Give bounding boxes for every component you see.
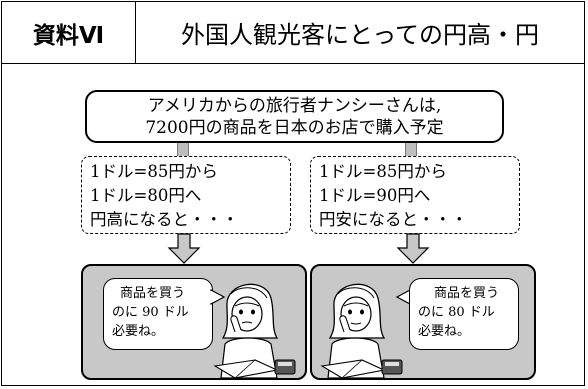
right-connector (405, 143, 417, 156)
right-speech-bubble: 商品を買う のに 80 ドル 必要ね。 (409, 278, 519, 350)
material-title: 外国人観光客にとっての円高・円 (180, 21, 540, 49)
yen-depreciation-scene: 商品を買う のに 80 ドル 必要ね。 (310, 264, 536, 380)
diagram: アメリカからの旅行者ナンシーさんは, 7200円の商品を日本のお店で購入予定 1… (2, 64, 584, 385)
yen-appreciation-box: 1ドル=85円から 1ドル=80円へ 円高になると・・・ (81, 156, 291, 234)
scenario-line-1: アメリカからの旅行者ナンシーさんは, (147, 95, 442, 116)
left-rate-from: 1ドル=85円から (90, 162, 218, 181)
right-woman-illustration (320, 283, 403, 378)
scenario-box: アメリカからの旅行者ナンシーさんは, 7200円の商品を日本のお店で購入予定 (85, 90, 504, 143)
right-speech-line-3: 必要ね。 (418, 324, 471, 339)
right-speech-line-1: 商品を買う (434, 286, 500, 301)
right-speech-line-2: のに 80 ドル (418, 305, 495, 320)
material-label: 資料Ⅵ (2, 2, 136, 63)
left-speech-line-1: 商品を買う (120, 286, 186, 301)
right-result-label: 円安になると・・・ (319, 210, 468, 229)
left-result-label: 円高になると・・・ (90, 210, 239, 229)
left-connector (177, 143, 189, 156)
right-down-arrow (396, 233, 430, 264)
left-woman-illustration (213, 283, 296, 378)
left-speech-bubble: 商品を買う のに 90 ドル 必要ね。 (103, 278, 213, 350)
scenario-line-2: 7200円の商品を日本のお店で購入予定 (145, 117, 444, 138)
left-down-arrow (167, 233, 201, 264)
right-rate-from: 1ドル=85円から (319, 162, 447, 181)
yen-appreciation-scene: 商品を買う のに 90 ドル 必要ね。 (81, 264, 307, 380)
header-row: 資料Ⅵ 外国人観光客にとっての円高・円 (2, 2, 584, 64)
left-tail-shape (210, 288, 226, 306)
right-rate-to: 1ドル=90円へ (319, 186, 431, 205)
left-speech-line-2: のに 90 ドル (112, 305, 189, 320)
right-tail-shape (395, 288, 411, 306)
left-rate-to: 1ドル=80円へ (90, 186, 202, 205)
left-speech-line-3: 必要ね。 (112, 324, 165, 339)
yen-depreciation-box: 1ドル=85円から 1ドル=90円へ 円安になると・・・ (310, 156, 520, 234)
